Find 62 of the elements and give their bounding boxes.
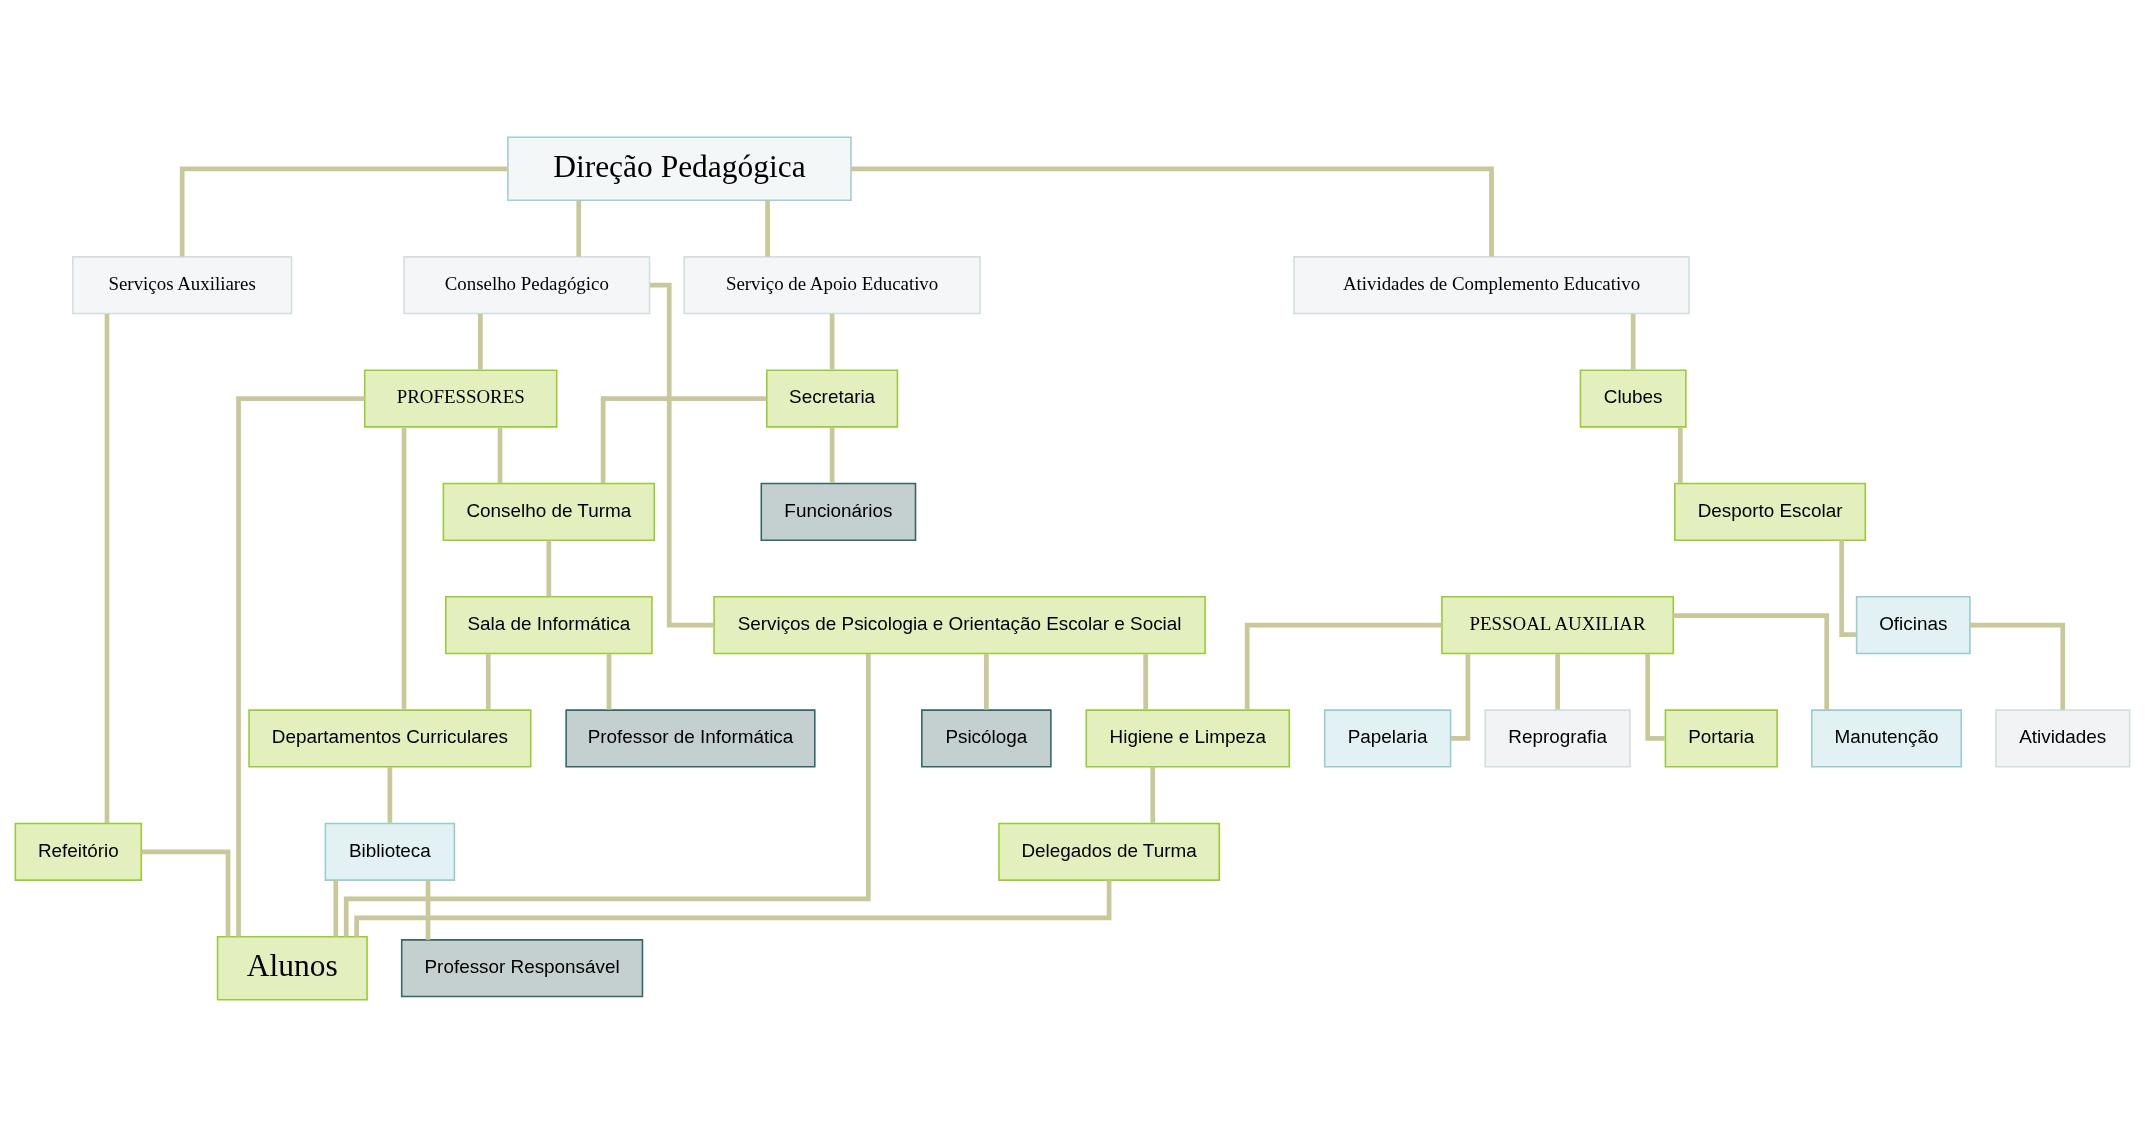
connector (851, 166, 1494, 257)
connector (1630, 313, 1636, 370)
node-box: Portaria (1664, 709, 1778, 768)
node-box: Professor Responsável (400, 939, 644, 998)
node-box: Direção Pedagógica (507, 136, 852, 202)
node-box: Professor de Informática (565, 709, 816, 768)
node-box: Refeitório (14, 822, 143, 881)
connector (485, 653, 491, 710)
connector (401, 426, 407, 710)
connector (1839, 540, 1857, 637)
connector (984, 653, 989, 710)
node-box: Serviços Auxiliares (72, 256, 293, 315)
connector (425, 880, 431, 940)
connector (1450, 653, 1471, 741)
connector (478, 313, 483, 370)
node-box: Serviço de Apoio Educativo (683, 256, 981, 315)
node-box: Alunos (216, 935, 368, 1001)
connector (333, 880, 339, 937)
node-box: Conselho Pedagógico (403, 256, 651, 315)
node-box: Funcionários (760, 482, 917, 541)
node-box: Psicóloga (921, 709, 1052, 768)
connector (606, 653, 612, 710)
node-box: Serviços de Psicologia e Orientação Escolar e Social (713, 596, 1206, 655)
connector (343, 653, 871, 937)
connector (497, 427, 503, 483)
connector (1678, 427, 1683, 483)
connector (829, 313, 835, 370)
connector (1555, 653, 1560, 710)
node-box: PROFESSORES (363, 369, 558, 428)
node-box: Higiene e Limpeza (1085, 709, 1291, 768)
connector (104, 314, 110, 823)
connector (236, 396, 365, 937)
node-box: Biblioteca (324, 822, 456, 881)
connector (1244, 622, 1442, 710)
node-box: Secretaria (766, 369, 899, 428)
connector (1645, 653, 1665, 741)
connector (1150, 767, 1156, 823)
node-box: Manutenção (1810, 709, 1963, 768)
connector (576, 200, 582, 257)
node-box: Sala de Informática (444, 596, 653, 655)
connector (1143, 653, 1149, 710)
connector (1970, 622, 2066, 710)
node-box: Oficinas (1855, 596, 1971, 655)
connector (1673, 613, 1830, 710)
node-box: Desporto Escolar (1674, 482, 1867, 541)
node-box: Atividades de Complemento Educativo (1293, 256, 1690, 315)
connector (387, 767, 393, 823)
connector (179, 166, 508, 257)
connector (141, 849, 231, 937)
node-box: Atividades (1995, 709, 2131, 768)
connector (546, 540, 552, 597)
connector (765, 200, 770, 257)
connector (600, 396, 767, 484)
node-box: Clubes (1579, 369, 1687, 428)
node-box: Delegados de Turma (998, 822, 1221, 881)
node-box: Papelaria (1323, 709, 1452, 768)
node-box: Reprografia (1484, 709, 1631, 768)
connector (650, 282, 714, 628)
node-box: Conselho de Turma (442, 482, 656, 541)
connector (829, 427, 835, 483)
node-box: Departamentos Curriculares (248, 709, 532, 768)
node-box: PESSOAL AUXILIAR (1441, 596, 1675, 655)
